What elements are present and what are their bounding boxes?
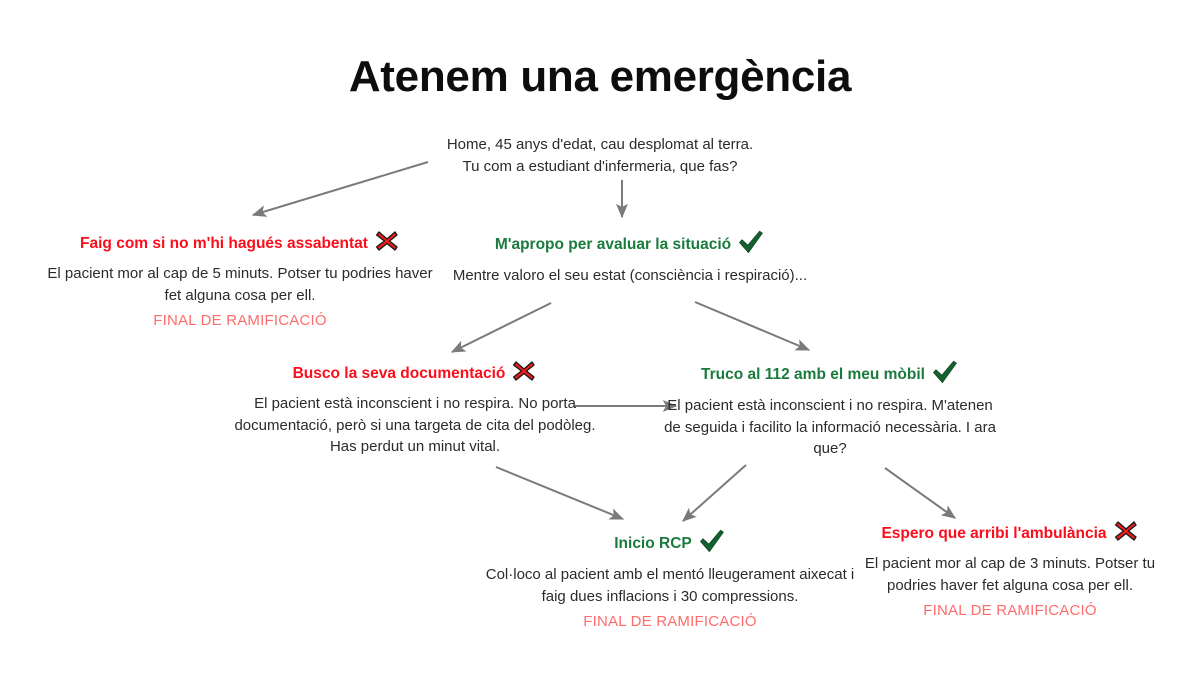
node-heading: Inicio RCP — [614, 527, 726, 560]
node-busco-documentacio[interactable]: Busco la seva documentació El pacient es… — [230, 358, 600, 457]
check-icon — [931, 358, 959, 391]
cross-icon — [374, 228, 400, 259]
node-body-text: Mentre valoro el seu estat (consciència … — [452, 267, 808, 285]
cross-icon — [511, 358, 537, 389]
node-body-text: Col·loco al pacient amb el mentó lleuger… — [485, 566, 855, 605]
edge-call112-to-wait — [884, 467, 956, 519]
node-heading-text: Truco al 112 amb el meu mòbil — [701, 366, 925, 383]
node-end-label: FINAL DE RAMIFICACIÓ — [923, 601, 1097, 619]
node-heading-text: Inicio RCP — [614, 535, 692, 552]
node-inicio-rcp[interactable]: Inicio RCP Col·loco al pacient amb el me… — [480, 527, 860, 632]
edge-call112-to-rcp — [682, 464, 747, 522]
edge-docs-to-rcp — [495, 466, 625, 520]
edge-approach-to-docs — [450, 302, 552, 353]
node-espero-ambulancia[interactable]: Espero que arribi l'ambulància El pacien… — [850, 518, 1170, 621]
node-end-label: FINAL DE RAMIFICACIÓ — [583, 612, 757, 630]
node-heading-text: Espero que arribi l'ambulància — [881, 525, 1107, 542]
node-heading: Espero que arribi l'ambulància — [881, 518, 1138, 549]
check-icon — [737, 228, 765, 261]
page-title: Atenem una emergència — [348, 52, 852, 101]
node-heading: Truco al 112 amb el meu mòbil — [701, 358, 959, 391]
node-body-text: El pacient està inconscient i no respira… — [664, 397, 996, 457]
node-heading-text: Faig com si no m'hi hagués assabentat — [80, 235, 368, 252]
node-mapropo-per-avaluar[interactable]: M'apropo per avaluar la situació Mentre … — [450, 228, 810, 287]
node-heading: Busco la seva documentació — [293, 358, 538, 389]
node-heading: Faig com si no m'hi hagués assabentat — [80, 228, 400, 259]
node-heading: M'apropo per avaluar la situació — [495, 228, 765, 261]
check-icon — [698, 527, 726, 560]
node-faig-com-si-no[interactable]: Faig com si no m'hi hagués assabentat El… — [40, 228, 440, 331]
edge-approach-to-call112 — [694, 301, 811, 351]
node-end-label: FINAL DE RAMIFICACIÓ — [153, 311, 327, 329]
cross-icon — [1113, 518, 1139, 549]
root-scenario-text: Home, 45 anys d'edat, cau desplomat al t… — [446, 136, 754, 175]
node-truco-112[interactable]: Truco al 112 amb el meu mòbil El pacient… — [660, 358, 1000, 459]
node-body-text: El pacient està inconscient i no respira… — [234, 395, 596, 455]
node-body-text: El pacient mor al cap de 3 minuts. Potse… — [864, 555, 1156, 594]
node-body-text: El pacient mor al cap de 5 minuts. Potse… — [47, 265, 433, 304]
node-heading-text: Busco la seva documentació — [292, 365, 506, 382]
node-heading-text: M'apropo per avaluar la situació — [494, 236, 732, 253]
